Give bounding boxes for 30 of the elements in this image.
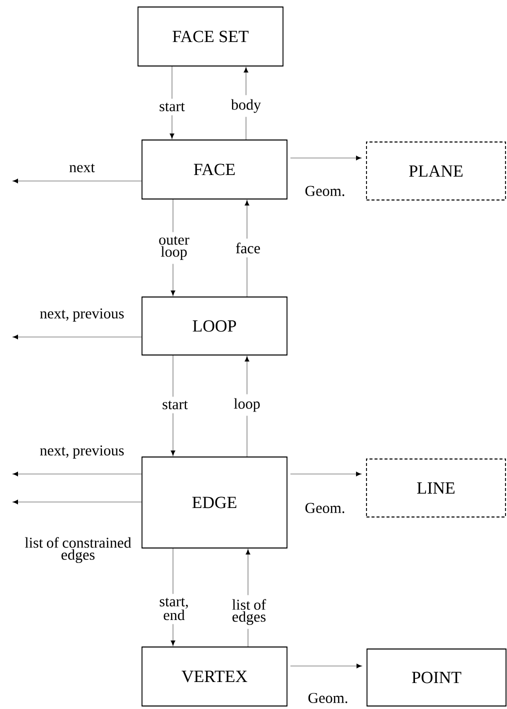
dashed-box: LINE [366, 458, 506, 518]
edge-label: Geom. [305, 186, 344, 196]
edge-label: start [151, 98, 193, 116]
edge-label: outer loop [147, 232, 201, 264]
arrow [13, 472, 142, 476]
edge-label: loop [226, 394, 268, 416]
entity-box: VERTEX [142, 646, 288, 706]
edge-label: start, end [148, 594, 200, 624]
entity-box: EDGE [142, 456, 288, 548]
edge-label: next [69, 164, 95, 172]
edge-label: Geom. [305, 502, 344, 514]
entity-box: POINT [366, 648, 506, 706]
edge-label: list of constrained edges [24, 537, 132, 563]
entity-box: FACE SET [138, 6, 284, 66]
edge-label: Geom. [308, 692, 348, 704]
edge-label: start [154, 396, 196, 414]
dashed-box: PLANE [366, 142, 506, 200]
entity-box: FACE [142, 140, 288, 200]
arrow [13, 500, 142, 504]
arrow [290, 472, 361, 476]
arrow [13, 334, 142, 340]
entity-box: LOOP [142, 296, 288, 356]
edge-label: body [225, 95, 267, 117]
arrow [290, 664, 362, 668]
edge-label: face [227, 238, 269, 258]
edge-label: next, previous [40, 308, 124, 322]
edge-label: next, previous [40, 445, 124, 459]
arrow [290, 156, 361, 160]
arrow [13, 178, 142, 184]
edge-label: list of edges [218, 595, 280, 629]
